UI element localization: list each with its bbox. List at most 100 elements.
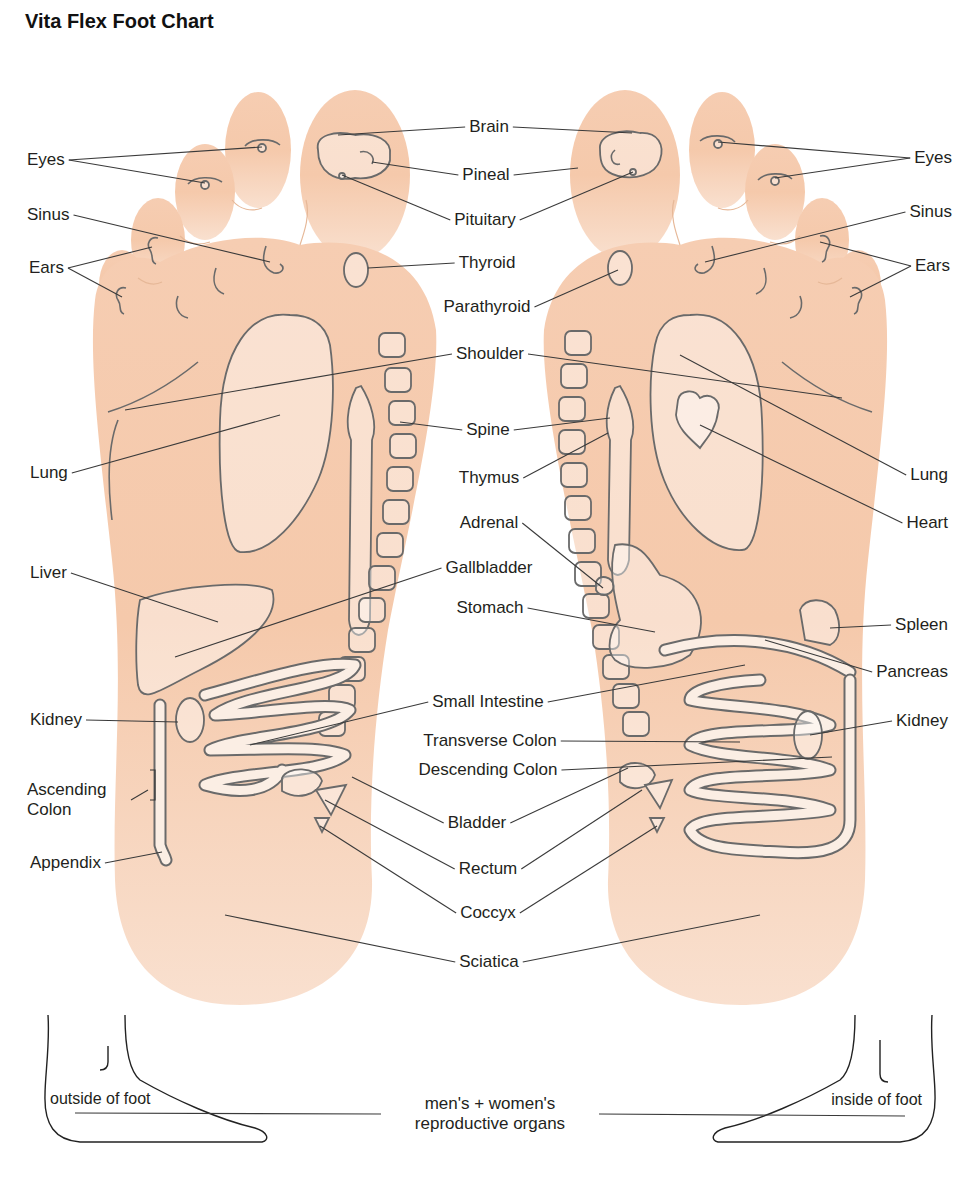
left-foot-organs-part — [377, 533, 403, 557]
leader-line — [68, 268, 122, 297]
side-view-feet-part — [45, 1015, 267, 1142]
leader-line — [810, 721, 892, 735]
left-foot-organs-part — [344, 253, 368, 287]
colon-bracket — [150, 770, 155, 800]
organ-label: Liver — [30, 563, 67, 583]
leader-line — [250, 702, 428, 745]
right-foot-organs-part — [794, 711, 822, 759]
right-foot-part — [544, 90, 887, 1005]
leader-line — [342, 175, 450, 220]
right-foot — [544, 90, 887, 1005]
left-foot-organs-part — [349, 628, 375, 652]
side-view-feet — [45, 1015, 935, 1142]
right-foot-organs-part — [583, 594, 609, 618]
left-foot-organs-part — [360, 152, 373, 164]
organ-label: Lung — [30, 463, 68, 483]
right-foot-organs-part — [690, 680, 850, 853]
leader-line — [72, 415, 280, 473]
right-foot-organs-part — [690, 680, 850, 853]
leader-line — [775, 158, 910, 178]
side-view-feet-part — [100, 1046, 108, 1070]
right-foot-organs-part — [623, 712, 649, 736]
right-foot-organs-part — [559, 397, 585, 421]
organ-label: Coccyx — [460, 903, 516, 923]
right-foot-organs-part — [695, 246, 714, 273]
leader-line — [561, 757, 832, 770]
leader-line — [368, 263, 455, 268]
leader-line — [523, 915, 760, 962]
leader-line — [718, 142, 910, 158]
leader-line — [175, 568, 442, 657]
leader-line — [69, 160, 205, 183]
organ-label: Ears — [915, 256, 950, 276]
leader-line — [338, 127, 465, 135]
leader-line — [520, 826, 657, 913]
left-foot-organs-part — [385, 368, 411, 392]
organ-label: men's + women's reproductive organs — [385, 1094, 595, 1134]
left-foot-organs-part — [387, 467, 413, 491]
organ-label: Shoulder — [456, 344, 524, 364]
organ-label: Appendix — [30, 853, 101, 873]
leader-line — [534, 270, 618, 307]
organ-label: Pancreas — [876, 662, 948, 682]
right-foot-organs-part — [800, 600, 839, 645]
left-foot-organs-part — [160, 705, 166, 860]
left-foot-organs — [108, 133, 416, 860]
leader-line — [523, 433, 608, 478]
organ-label: Rectum — [459, 859, 518, 879]
left-foot-organs-part — [318, 133, 390, 179]
left-foot-organs-part — [389, 401, 415, 425]
right-foot-organs — [559, 131, 872, 852]
leader-line — [528, 354, 842, 398]
leader-line — [680, 355, 906, 475]
left-foot-organs-part — [160, 705, 166, 860]
organ-label: outside of foot — [50, 1089, 151, 1109]
organ-label: Transverse Colon — [423, 731, 557, 751]
leader-line — [131, 790, 148, 800]
organ-label: Thymus — [459, 468, 519, 488]
organ-label: Brain — [469, 117, 509, 137]
leader-line — [514, 168, 578, 175]
right-foot-organs-part — [665, 641, 850, 672]
leader-line — [74, 215, 270, 262]
right-foot-organs-part — [559, 430, 585, 454]
colon-bracket-part — [150, 770, 155, 800]
organ-label: Spine — [466, 420, 509, 440]
leader-line — [225, 915, 455, 962]
leader-line — [700, 425, 902, 523]
organ-label: Sinus — [27, 205, 70, 225]
left-foot-organs-part — [176, 698, 204, 742]
organ-label: Descending Colon — [419, 760, 558, 780]
left-foot-organs-part — [264, 246, 283, 273]
left-foot-organs-part — [258, 144, 266, 152]
left-foot-organs-part — [205, 664, 355, 790]
leader-line — [599, 1114, 905, 1116]
right-foot-organs-part — [645, 780, 672, 808]
side-view-feet-part — [713, 1015, 935, 1142]
organ-label: Stomach — [456, 598, 523, 618]
leader-line — [68, 247, 152, 268]
left-foot-organs-part — [390, 434, 416, 458]
organ-label: Eyes — [27, 150, 65, 170]
leader-line — [75, 1113, 381, 1114]
left-foot-organs-part — [148, 238, 158, 264]
left-foot-organs-part — [176, 296, 188, 318]
leader-line — [71, 573, 218, 622]
leader-line — [522, 523, 603, 588]
right-foot-organs-part — [782, 362, 872, 412]
right-foot-organs-part — [561, 463, 587, 487]
left-foot-organs-part — [379, 333, 405, 357]
leader-line — [352, 777, 444, 823]
leader-line — [69, 147, 262, 160]
organ-label: Pineal — [462, 165, 509, 185]
right-foot-organs-part — [565, 331, 591, 355]
leader-line — [125, 354, 452, 410]
left-foot-organs-part — [109, 420, 118, 520]
organ-label: Parathyroid — [444, 297, 531, 317]
organ-label: Sciatica — [459, 952, 519, 972]
side-view-feet-part-part — [713, 1015, 935, 1142]
right-foot-organs-part — [569, 529, 595, 553]
left-foot-organs-part — [383, 500, 409, 524]
leader-line — [105, 852, 162, 863]
